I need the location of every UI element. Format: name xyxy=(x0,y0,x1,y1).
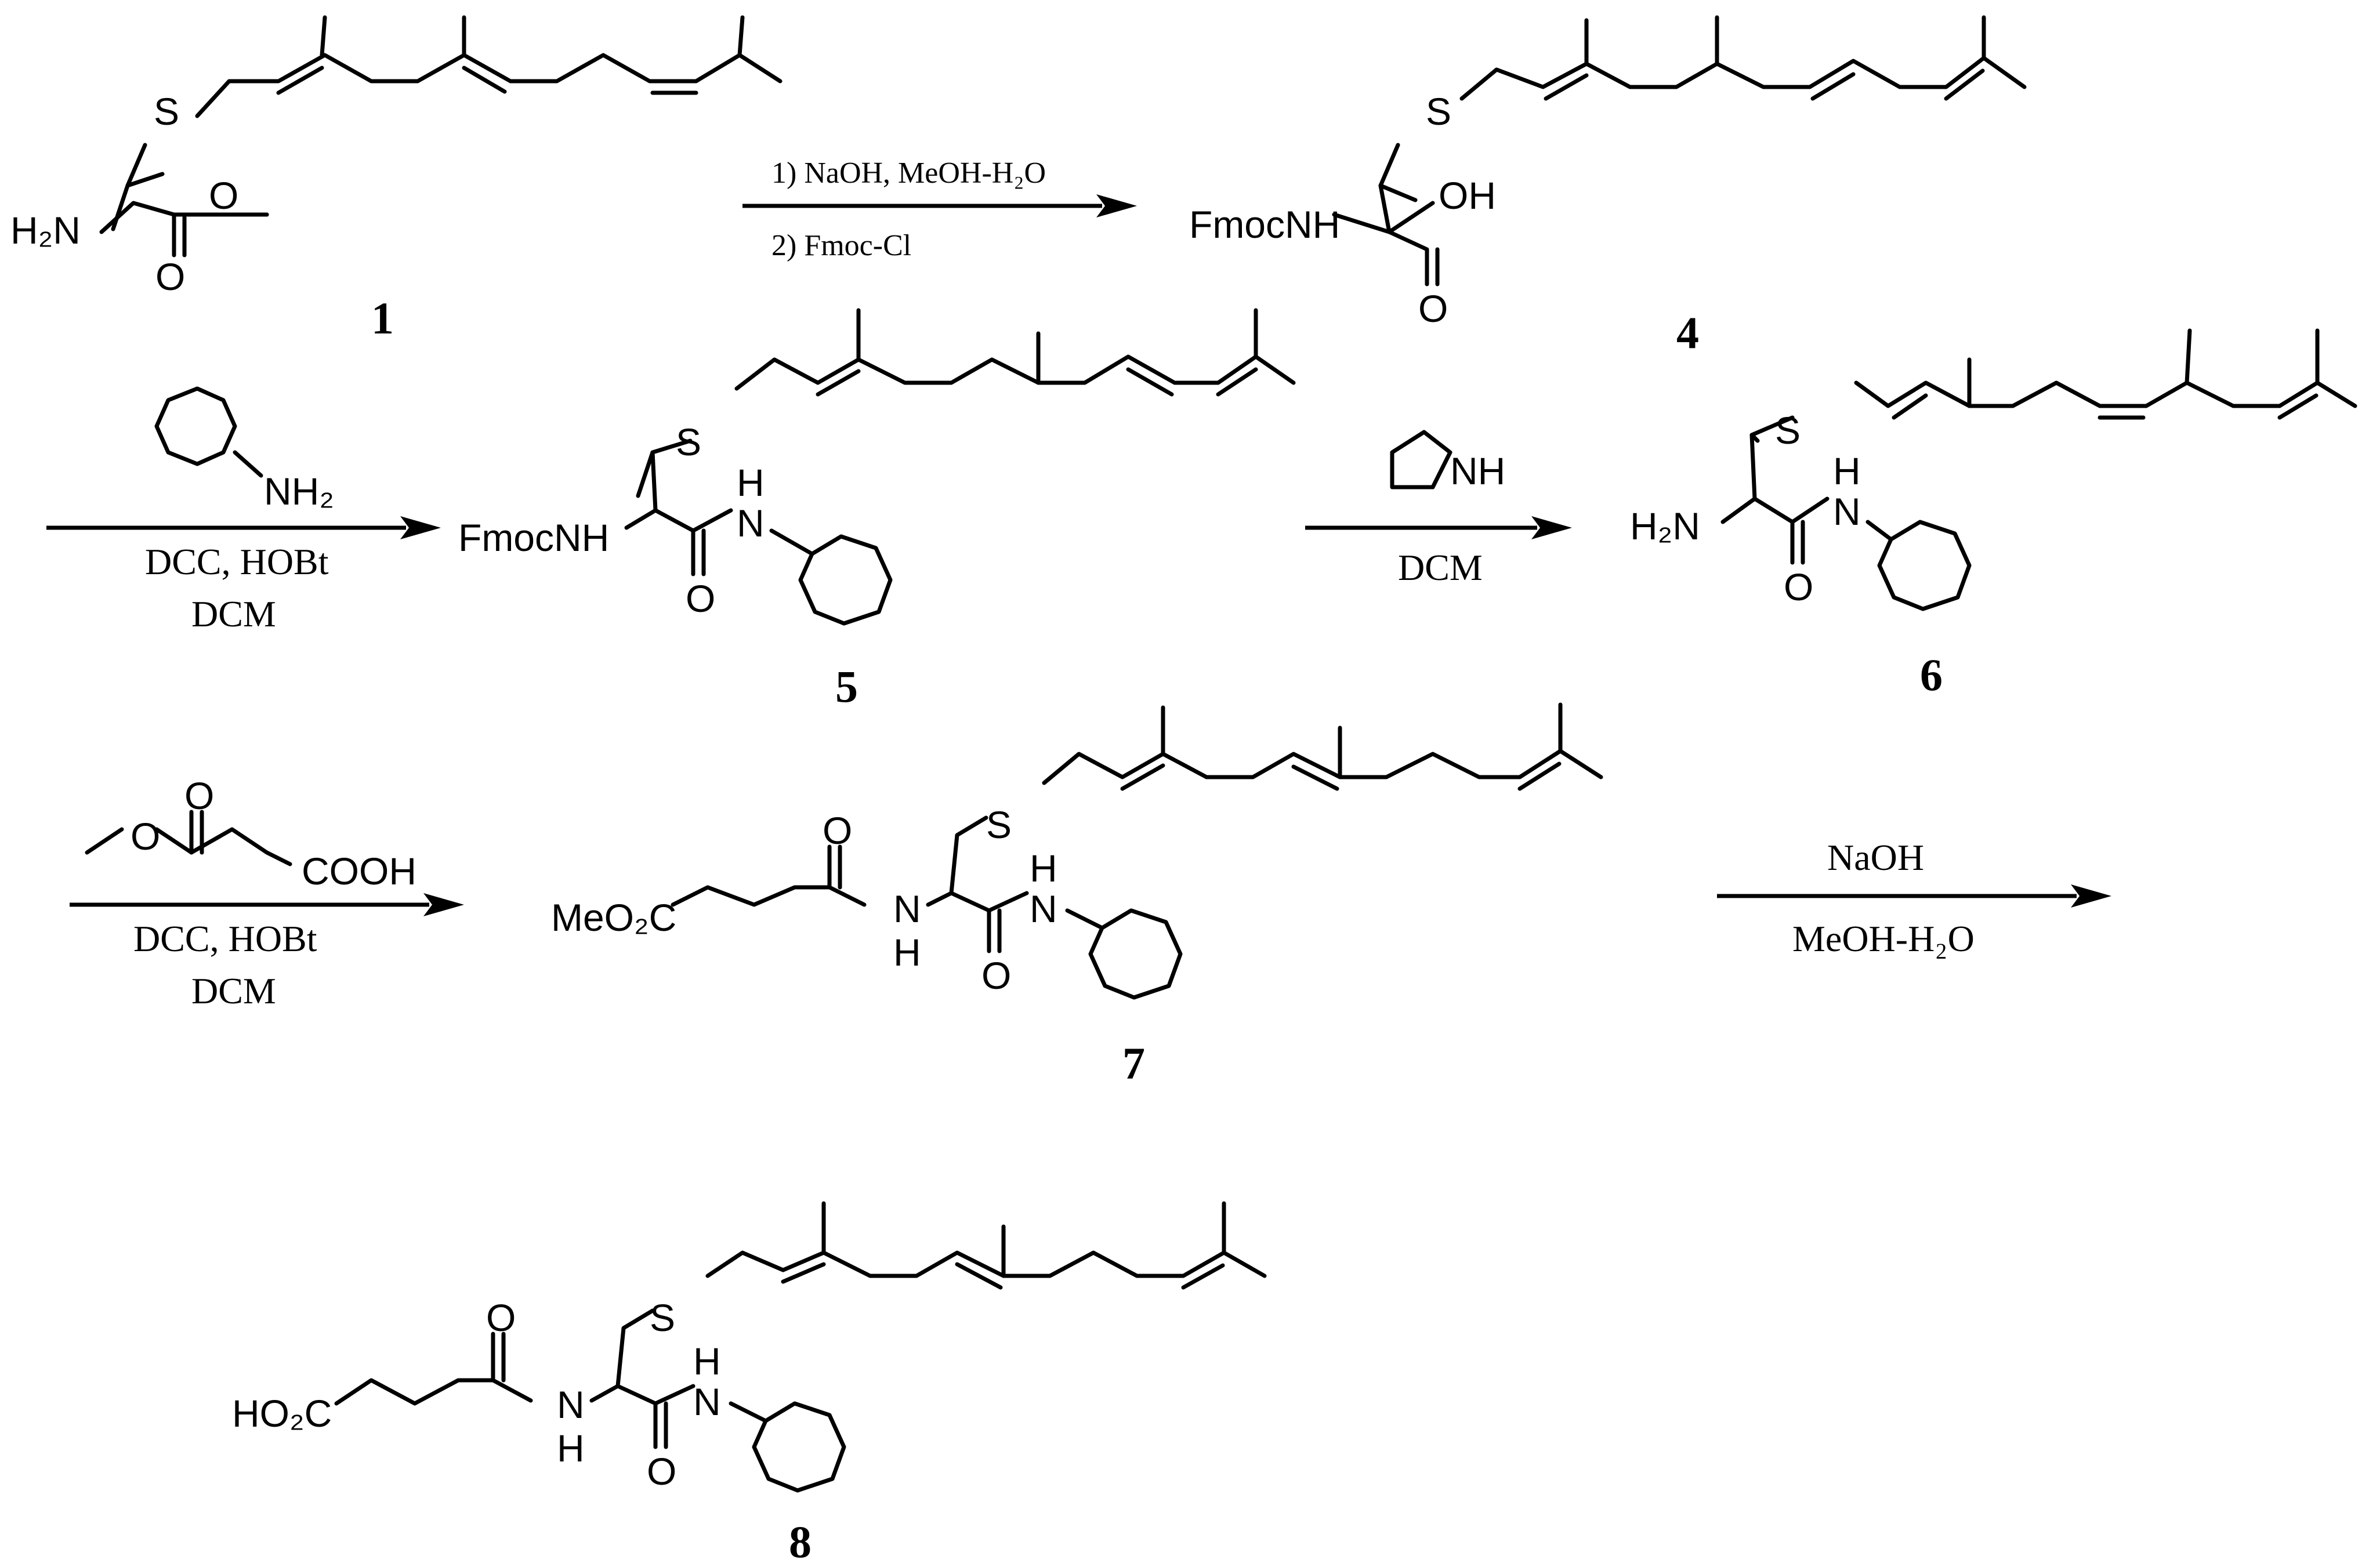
reaction-arrow-1 xyxy=(742,194,1137,217)
compound-5-sulfur: S xyxy=(676,420,701,463)
reaction-arrow-4 xyxy=(70,893,464,916)
step-4-reagent-1: DCC, HOBt xyxy=(133,918,317,959)
compound-7-amide2-n: N xyxy=(1030,887,1057,930)
step-1-reagent-1: 1) NaOH, MeOH-H₂O xyxy=(771,157,1046,190)
compound-4-acid-oh: OH xyxy=(1439,174,1496,217)
step-5-reagent-1: NaOH xyxy=(1827,837,1924,878)
compound-7-label: 7 xyxy=(1122,1038,1145,1089)
compound-8-amide2-h: H xyxy=(693,1340,721,1383)
compound-5-carbonyl-oxygen: O xyxy=(686,577,715,620)
reaction-arrow-2 xyxy=(46,516,441,539)
compound-8-label: 8 xyxy=(789,1517,812,1567)
step-1-reagent-2: 2) Fmoc-Cl xyxy=(771,229,911,262)
step-3-amine-label: NH xyxy=(1450,449,1505,492)
compound-5-label: 5 xyxy=(835,661,858,712)
compound-8-acid: HO₂C xyxy=(232,1392,332,1435)
compound-7-amide2-h: H xyxy=(1030,847,1057,890)
compound-5-amide-h: H xyxy=(737,461,765,504)
compound-6-structure xyxy=(1720,328,2357,611)
step-4-acid-label: COOH xyxy=(302,850,416,893)
compound-8-amide2-n: N xyxy=(693,1380,721,1423)
compound-1-sulfur: S xyxy=(154,90,179,133)
compound-7-carbonyl-oxygen-1: O xyxy=(823,809,852,852)
compound-4-structure xyxy=(1332,15,2027,286)
step-4-reagent-2: DCM xyxy=(191,970,276,1011)
compound-8-structure xyxy=(334,1201,1267,1493)
step-2-amine-label: NH₂ xyxy=(264,470,334,513)
reaction-arrow-3 xyxy=(1305,516,1572,539)
step-3-reagent-1: DCM xyxy=(1398,547,1483,588)
compound-6-amine: H₂N xyxy=(1630,505,1700,547)
compound-5-amide-n: N xyxy=(737,502,765,545)
compound-7-amide-n: N xyxy=(893,887,921,930)
compound-6-amide-h: H xyxy=(1833,449,1861,492)
compound-5-fmocnh: FmocNH xyxy=(458,516,609,559)
compound-4-fmocnh: FmocNH xyxy=(1189,203,1340,246)
compound-4-label: 4 xyxy=(1676,307,1699,358)
compound-6-sulfur: S xyxy=(1775,409,1801,452)
compound-7-ester: MeO₂C xyxy=(551,896,676,939)
compound-8-carbonyl-oxygen-1: O xyxy=(486,1296,516,1339)
compound-5-structure xyxy=(624,308,1296,626)
compound-7-sulfur: S xyxy=(986,803,1012,846)
pyrrolidine-structure xyxy=(1390,430,1452,489)
compound-7-carbonyl-oxygen-2: O xyxy=(981,954,1011,997)
compound-6-carbonyl-oxygen: O xyxy=(1784,565,1813,608)
compound-1-label: 1 xyxy=(371,293,394,343)
step-2-reagent-2: DCM xyxy=(191,593,276,634)
compound-8-carbonyl-oxygen-2: O xyxy=(647,1450,676,1493)
step-4-carbonyl-oxygen: O xyxy=(184,774,214,817)
compound-1-carbonyl-oxygen: O xyxy=(155,255,185,298)
compound-6-label: 6 xyxy=(1920,650,1943,700)
compound-8-sulfur: S xyxy=(650,1296,675,1339)
compound-1-amine: H₂N xyxy=(10,209,81,252)
step-4-ester-oxygen: O xyxy=(131,815,160,858)
reaction-arrow-5 xyxy=(1717,884,2111,908)
compound-4-sulfur: S xyxy=(1426,90,1451,133)
step-5-reagent-2: MeOH-H₂O xyxy=(1792,918,1975,959)
compound-8-amide-n: N xyxy=(557,1383,585,1426)
compound-7-structure xyxy=(671,702,1603,1000)
compound-8-amide-h: H xyxy=(557,1427,585,1470)
compound-6-amide-n: N xyxy=(1833,490,1861,533)
compound-7-amide-h: H xyxy=(893,931,921,974)
cyclooctylamine-structure xyxy=(154,386,263,478)
compound-4-carbonyl-oxygen: O xyxy=(1418,287,1448,330)
compound-1-structure xyxy=(99,15,783,257)
ethyl-succinate-structure xyxy=(85,810,292,866)
step-2-reagent-1: DCC, HOBt xyxy=(145,541,329,582)
compound-1-ester-oxygen: O xyxy=(209,174,238,217)
